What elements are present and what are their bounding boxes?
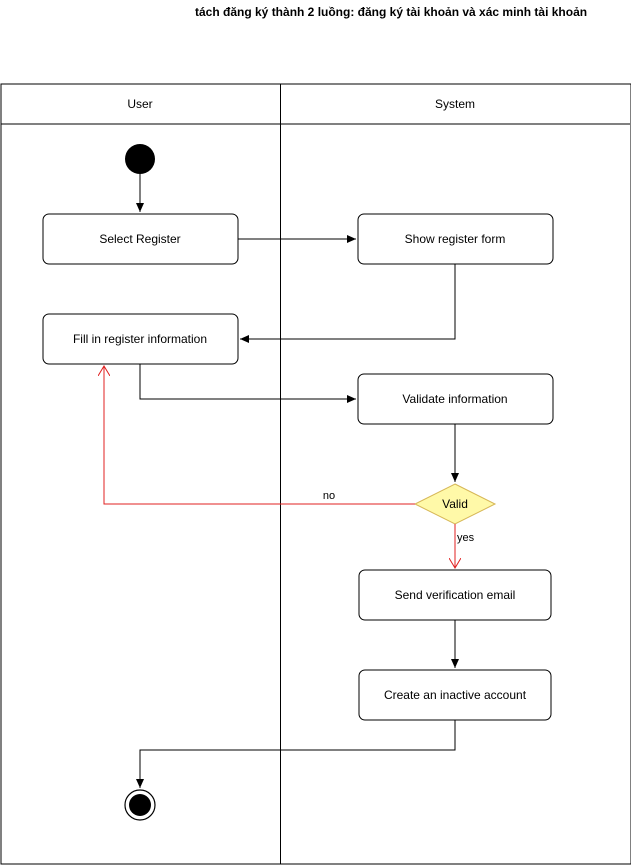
action-select-register[interactable]: Select Register: [42, 213, 239, 265]
lane-header-user: User: [127, 97, 152, 111]
swimlane-pool: [0, 83, 631, 865]
decision-valid[interactable]: Valid: [413, 483, 497, 525]
action-validate-info[interactable]: Validate information: [357, 373, 554, 425]
title-note-text: tách đăng ký thành 2 luồng: đăng ký tài …: [195, 5, 588, 19]
action-show-register-form[interactable]: Show register form: [357, 213, 554, 265]
end-node: [124, 789, 156, 821]
lane-header-system: System: [435, 97, 475, 111]
edge-create-account-to-end: [136, 720, 456, 788]
action-create-inactive-account[interactable]: Create an inactive account: [358, 669, 552, 721]
action-validate-info-label: Validate information: [402, 392, 507, 406]
action-fill-register-info-label: Fill in register information: [73, 332, 207, 346]
start-node: [125, 144, 155, 174]
decision-valid-label: Valid: [442, 497, 468, 511]
edge-fill-info-to-validate: [139, 364, 356, 403]
edge-label-yes: yes: [457, 532, 475, 544]
action-send-verification-email-label: Send verification email: [395, 588, 516, 602]
action-show-register-form-label: Show register form: [405, 232, 506, 246]
edge-decision-no-to-fill-info: [104, 366, 415, 505]
action-fill-register-info[interactable]: Fill in register information: [42, 313, 239, 365]
action-select-register-label: Select Register: [99, 232, 180, 246]
action-create-inactive-account-label: Create an inactive account: [384, 688, 527, 702]
edge-show-form-to-fill-info: [240, 264, 456, 343]
edge-label-no: no: [323, 490, 335, 502]
action-send-verification-email[interactable]: Send verification email: [358, 569, 552, 621]
